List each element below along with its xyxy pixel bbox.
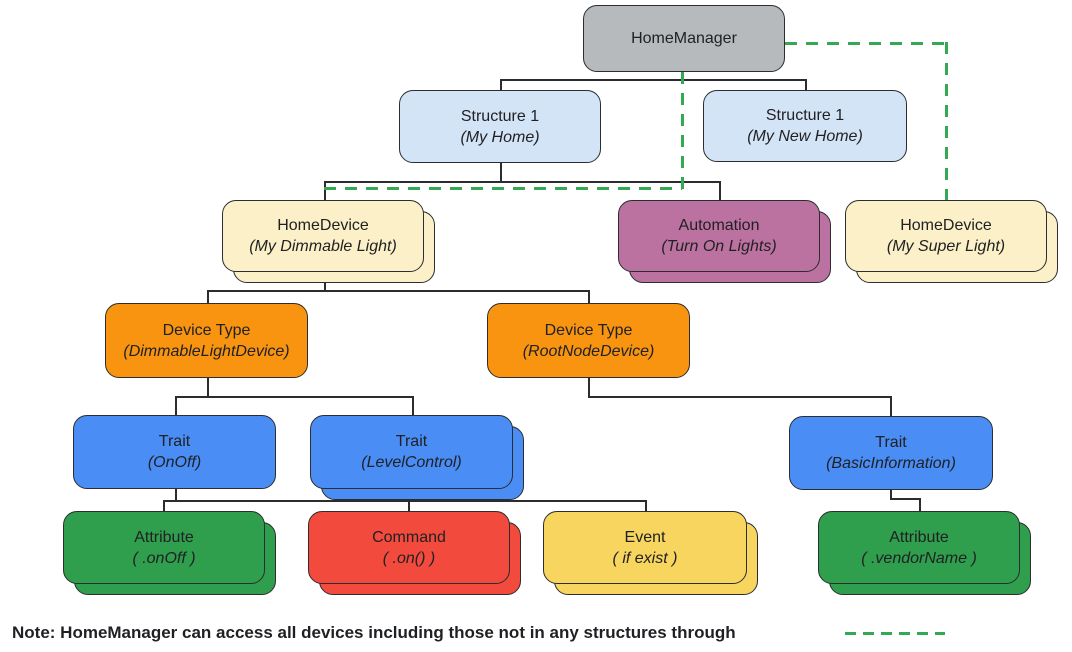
node-subtitle: ( .onOff ) bbox=[132, 549, 196, 567]
dashed-line-legend-sample bbox=[845, 632, 945, 635]
node-subtitle: (OnOff) bbox=[147, 454, 202, 471]
node-title: Attribute bbox=[889, 528, 949, 546]
connector-line bbox=[500, 79, 502, 92]
node-trait-onoff: Trait (OnOff) bbox=[73, 415, 276, 489]
node-homedevice-dimmable-light: HomeDevice (My Dimmable Light) bbox=[222, 200, 435, 283]
dashed-link-line bbox=[681, 72, 684, 190]
node-subtitle: (BasicInformation) bbox=[826, 455, 956, 472]
connector-line bbox=[175, 396, 414, 398]
connector-line bbox=[207, 290, 589, 292]
node-homemanager: HomeManager bbox=[583, 5, 785, 72]
node-event-if-exist: Event ( if exist ) bbox=[543, 511, 758, 595]
connector-line bbox=[324, 181, 720, 183]
node-subtitle: (LevelControl) bbox=[361, 454, 462, 471]
dashed-link-line bbox=[324, 187, 682, 190]
node-subtitle: ( .on() ) bbox=[382, 549, 436, 567]
node-title: Structure 1 bbox=[765, 107, 845, 124]
node-title: Trait bbox=[875, 434, 907, 451]
node-title: Trait bbox=[395, 433, 428, 450]
node-subtitle: (RootNodeDevice) bbox=[522, 342, 655, 360]
node-subtitle: (Turn On Lights) bbox=[661, 238, 777, 255]
node-automation: Automation (Turn On Lights) bbox=[618, 200, 831, 283]
node-subtitle: ( .vendorName ) bbox=[861, 549, 977, 567]
node-subtitle: (My Home) bbox=[460, 128, 540, 146]
connector-line bbox=[324, 181, 326, 202]
connector-line bbox=[919, 498, 921, 513]
node-title: HomeDevice bbox=[900, 217, 992, 234]
connector-line bbox=[207, 290, 209, 305]
dashed-link-line bbox=[945, 42, 948, 201]
connector-line bbox=[500, 79, 807, 81]
node-homedevice-super-light: HomeDevice (My Super Light) bbox=[845, 200, 1058, 283]
connector-line bbox=[890, 396, 892, 418]
connector-line bbox=[408, 500, 410, 513]
node-subtitle: (My Super Light) bbox=[886, 238, 1006, 255]
node-title: Automation bbox=[678, 217, 760, 234]
node-title: Event bbox=[624, 528, 666, 546]
node-trait-levelcontrol: Trait (LevelControl) bbox=[310, 415, 524, 500]
node-title: Device Type bbox=[162, 321, 251, 339]
node-title: HomeDevice bbox=[277, 217, 369, 234]
node-structure-my-new-home: Structure 1 (My New Home) bbox=[703, 90, 907, 162]
node-title: Trait bbox=[158, 433, 191, 450]
connector-line bbox=[645, 500, 647, 513]
node-title: Command bbox=[372, 528, 446, 546]
connector-line bbox=[175, 489, 177, 502]
node-trait-basicinformation: Trait (BasicInformation) bbox=[789, 416, 993, 490]
node-title: Attribute bbox=[134, 528, 194, 546]
node-devicetype-rootnode: Device Type (RootNodeDevice) bbox=[487, 303, 690, 378]
node-title: HomeManager bbox=[631, 30, 737, 47]
connector-line bbox=[588, 378, 590, 397]
connector-line bbox=[719, 181, 721, 202]
node-subtitle: (My Dimmable Light) bbox=[249, 238, 397, 255]
dashed-link-line bbox=[785, 42, 947, 45]
node-command-on: Command ( .on() ) bbox=[308, 511, 521, 595]
connector-line bbox=[890, 498, 921, 500]
node-subtitle: ( if exist ) bbox=[612, 549, 678, 567]
connector-line bbox=[412, 396, 414, 417]
connector-line bbox=[207, 378, 209, 397]
node-title: Structure 1 bbox=[460, 107, 540, 125]
node-attribute-onoff: Attribute ( .onOff ) bbox=[63, 511, 276, 595]
node-structure-my-home: Structure 1 (My Home) bbox=[399, 90, 601, 163]
node-subtitle: (DimmableLightDevice) bbox=[123, 342, 290, 360]
footnote-text: Note: HomeManager can access all devices… bbox=[12, 623, 736, 642]
connector-line bbox=[805, 79, 807, 92]
node-subtitle: (My New Home) bbox=[747, 128, 863, 145]
connector-line bbox=[163, 500, 647, 502]
connector-line bbox=[500, 163, 502, 183]
connector-line bbox=[175, 396, 177, 417]
node-devicetype-dimmablelight: Device Type (DimmableLightDevice) bbox=[105, 303, 308, 378]
node-attribute-vendorname: Attribute ( .vendorName ) bbox=[818, 511, 1031, 595]
node-title: Device Type bbox=[544, 321, 633, 339]
connector-line bbox=[163, 500, 165, 513]
connector-line bbox=[890, 489, 892, 500]
connector-line bbox=[588, 290, 590, 305]
connector-line bbox=[588, 396, 892, 398]
